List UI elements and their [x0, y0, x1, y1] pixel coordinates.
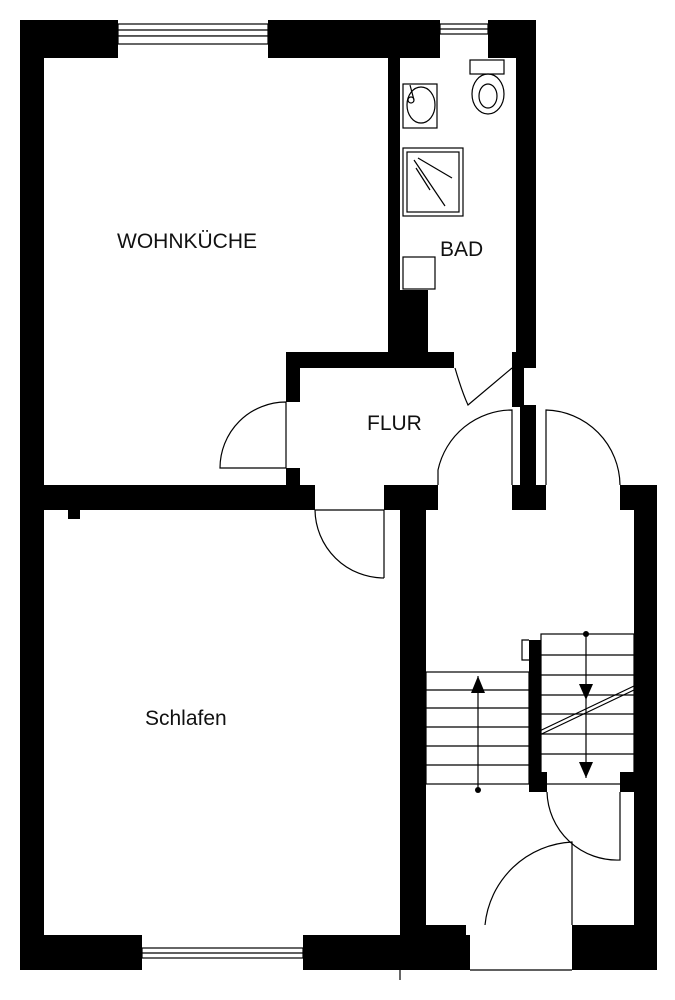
arrow-down-icon [579, 684, 593, 700]
staircase [425, 631, 635, 793]
interior-walls [20, 58, 634, 970]
doors [219, 367, 621, 926]
stair-flight-up [425, 671, 530, 793]
door-stair-upper [545, 409, 621, 486]
stair-flight-down [521, 631, 635, 785]
toilet-icon [469, 59, 505, 115]
room-label-bad: BAD [440, 238, 483, 261]
door-bedroom [314, 509, 385, 579]
washer-icon [402, 256, 436, 290]
arrow-up-icon [471, 676, 485, 693]
room-label-schlafen: Schlafen [145, 707, 227, 730]
door-flur-stair [437, 409, 513, 485]
room-label-wohnkueche: WOHNKÜCHE [117, 230, 257, 253]
room-label-flur: FLUR [367, 412, 422, 435]
door-stair-landing [546, 791, 621, 861]
shower-icon [402, 147, 464, 217]
bathroom-fixtures [402, 59, 505, 290]
door-bath [454, 367, 513, 406]
sink-icon [402, 83, 438, 129]
door-kitchen [219, 401, 287, 469]
door-entrance [484, 841, 573, 926]
windows [117, 23, 572, 980]
